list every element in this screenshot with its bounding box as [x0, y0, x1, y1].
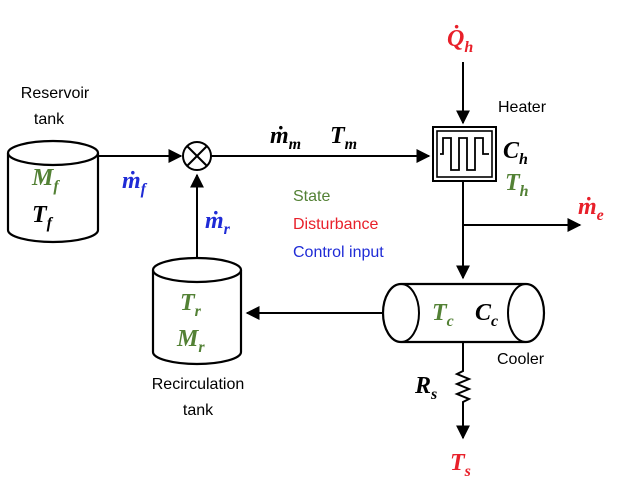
symbol-recirculation-mass: Mr	[176, 326, 205, 356]
reservoir-tank	[6, 139, 100, 244]
symbol-cooler-temperature: Tc	[432, 300, 454, 330]
mixer-junction	[182, 141, 212, 171]
heater-label: Heater	[498, 99, 547, 116]
cooler-label: Cooler	[497, 351, 545, 368]
symbol-Tm-base: T	[330, 123, 346, 149]
symbol-Qh-subscript: h	[464, 39, 473, 56]
symbol-mixed-flow: ṁm	[270, 123, 301, 153]
heater-unit	[432, 126, 497, 182]
symbol-resistance: Rs	[414, 373, 437, 403]
symbol-Ts-base: T	[450, 450, 466, 476]
symbol-Tc-subscript: c	[447, 313, 454, 330]
symbol-Tr-subscript: r	[195, 303, 202, 320]
symbol-Ts-subscript: s	[464, 463, 471, 480]
recirculation-label-line1: Recirculation	[152, 376, 244, 393]
legend-disturbance: Disturbance	[293, 216, 378, 233]
symbol-Mr-subscript: r	[198, 339, 205, 356]
reservoir-label-line2: tank	[34, 111, 65, 128]
symbol-supply-temperature: Ts	[450, 450, 471, 480]
legend-control-input: Control input	[293, 244, 384, 261]
cooler-unit	[381, 282, 546, 344]
symbol-Qh-base: Q̇	[447, 25, 464, 52]
recirculation-label-line2: tank	[183, 402, 214, 419]
reservoir-label-line1: Reservoir	[21, 85, 90, 102]
symbol-Mr-base: M	[176, 326, 200, 352]
symbol-Tf-subscript: f	[47, 215, 54, 232]
symbol-heater-capacity: Ch	[503, 138, 528, 168]
symbol-heat-input: Q̇h	[447, 25, 473, 56]
legend-state: State	[293, 188, 330, 205]
symbol-mr-base: ṁ	[205, 208, 224, 234]
symbol-Ch-subscript: h	[519, 151, 528, 168]
symbol-recirculation-temperature: Tr	[180, 290, 202, 320]
symbol-Ch-base: C	[503, 138, 520, 164]
symbol-Tm-subscript: m	[345, 136, 357, 153]
symbol-Th-subscript: h	[520, 183, 529, 200]
symbol-Cc-base: C	[475, 300, 492, 326]
symbol-Mf-base: M	[31, 165, 55, 191]
symbol-mm-base: ṁ	[270, 123, 289, 149]
symbol-Tr-base: T	[180, 290, 196, 316]
symbol-mixed-temperature: Tm	[330, 123, 357, 153]
symbol-mr-subscript: r	[224, 221, 231, 238]
resistor-symbol	[454, 365, 472, 408]
symbol-heater-temperature: Th	[505, 170, 529, 200]
symbol-cooler-capacity: Cc	[475, 300, 498, 330]
symbol-Cc-subscript: c	[491, 313, 498, 330]
symbol-reservoir-temperature: Tf	[32, 202, 54, 232]
symbol-me-base: ṁ	[578, 194, 597, 220]
symbol-Rs-base: R	[414, 373, 431, 399]
symbol-mf-base: ṁ	[122, 168, 141, 194]
symbol-Rs-subscript: s	[430, 386, 437, 403]
symbol-Th-base: T	[505, 170, 521, 196]
symbol-Tc-base: T	[432, 300, 448, 326]
symbol-mm-subscript: m	[289, 136, 301, 153]
symbol-fresh-flow: ṁf	[122, 168, 148, 198]
symbol-me-subscript: e	[597, 207, 604, 224]
symbol-Tf-base: T	[32, 202, 48, 228]
symbol-extraction-flow: ṁe	[578, 194, 604, 224]
symbol-reservoir-mass: Mf	[31, 165, 60, 195]
symbol-recirculation-flow: ṁr	[205, 208, 231, 238]
symbol-Mf-subscript: f	[53, 178, 60, 195]
symbol-mf-subscript: f	[141, 181, 148, 198]
